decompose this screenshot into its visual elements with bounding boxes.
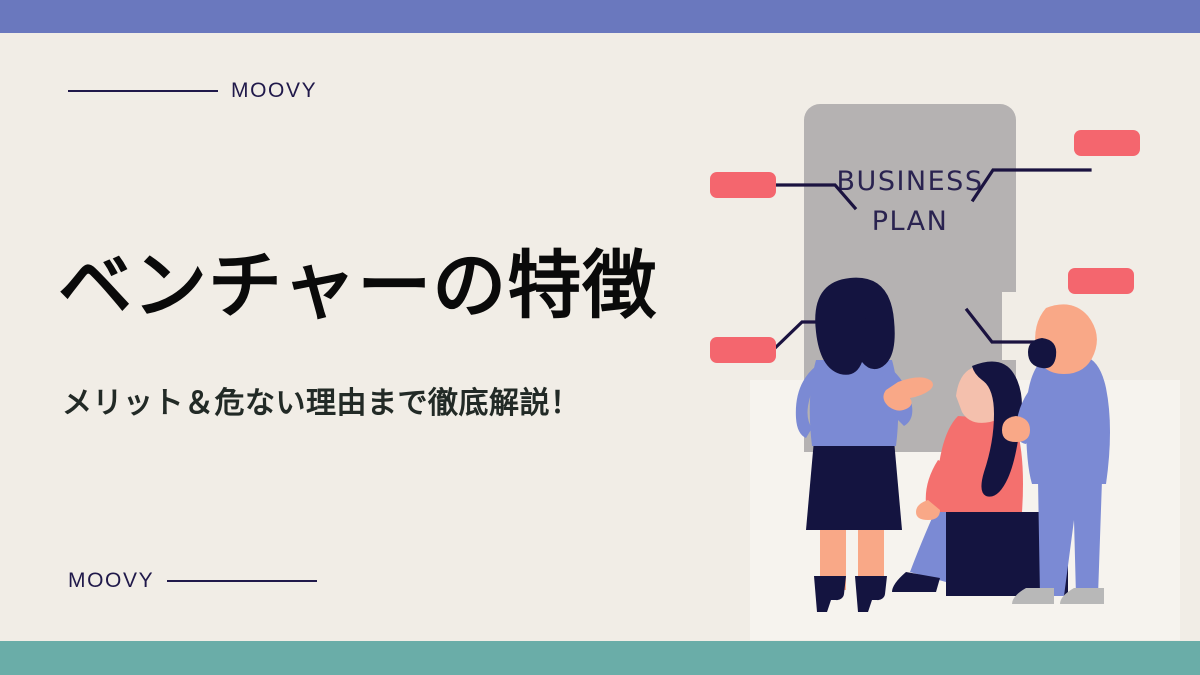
figure-seated-woman [892,361,1068,596]
shoe [892,572,940,592]
head [850,317,874,353]
beard [1028,338,1057,369]
hair [815,277,895,375]
figure-standing-man [1002,304,1110,604]
tag-bottom-right[interactable] [1068,268,1134,294]
hair-ponytail [972,361,1022,497]
hand-gesture [883,377,933,411]
hand [916,500,940,520]
poster-title-line1: BUSINESS [837,166,984,197]
figure-standing-woman [795,277,933,612]
brand-rule-top [68,89,218,92]
brand-label-bottom: MOOVY [68,569,155,592]
shoe-left [1012,588,1054,604]
blouse [809,360,899,446]
page-subtitle: メリット＆危ない理由まで徹底解説！ [62,386,581,421]
skirt [806,440,902,530]
brand-rule-bottom [167,579,318,582]
shoe-right [1060,588,1104,604]
business-plan-illustration: BUSINESS PLAN [690,60,1200,641]
hand [1002,416,1030,442]
page-title: ベンチャーの特徴 [58,243,658,329]
tag-top-left[interactable] [710,172,776,198]
brand-label-top: MOOVY [231,79,318,102]
brand-mark-top: MOOVY [68,80,317,101]
bottom-accent-band [0,641,1200,675]
tag-top-right[interactable] [1074,130,1140,156]
brand-mark-bottom: MOOVY [68,569,318,592]
top-accent-band [0,0,1200,33]
trousers [1038,480,1102,596]
shoe-right [855,576,887,612]
connector-top-left [771,183,858,211]
connector-top-right [970,168,1092,203]
arm-left [795,366,822,438]
jacket [1026,356,1110,484]
shoe-left [814,576,846,612]
poster-title-line2: PLAN [872,206,949,237]
tag-bottom-left[interactable] [710,337,776,363]
